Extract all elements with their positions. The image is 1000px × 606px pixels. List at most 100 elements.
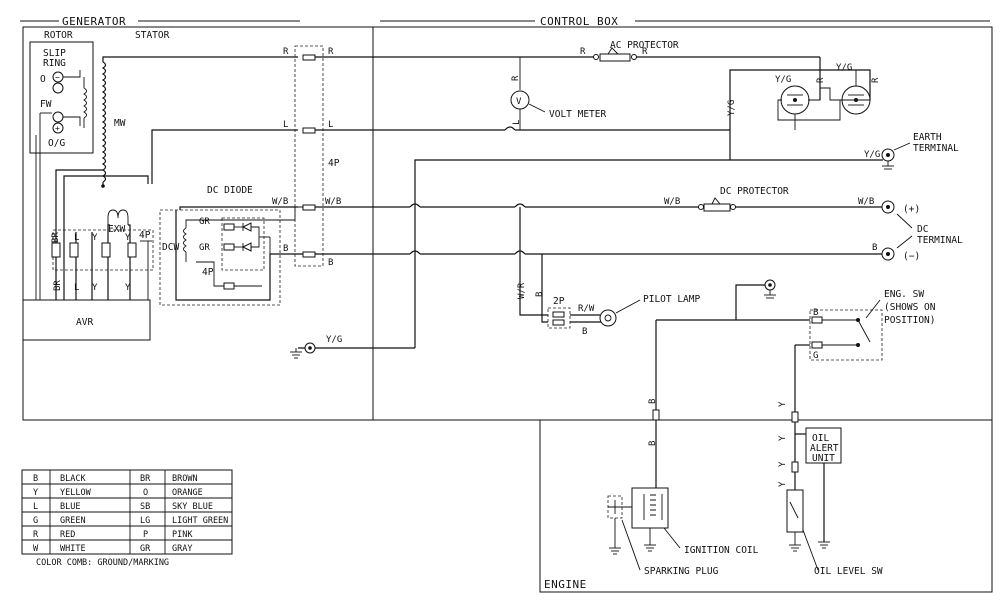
avr-label: AVR (76, 317, 93, 328)
og-label: O/G (48, 138, 65, 149)
legend-color: RED (60, 530, 75, 540)
wire-label-b-pl: B (582, 327, 587, 337)
oil-alert-label: OIL (812, 433, 829, 444)
engine-wiring (607, 400, 842, 571)
legend-color: SKY BLUE (172, 502, 213, 512)
wire-label-r-cb: R (328, 47, 334, 57)
engine-switch[interactable] (655, 279, 883, 400)
wire-label-l-2: L (74, 283, 79, 293)
section-title-engine: ENGINE (544, 578, 587, 591)
legend-color: WHITE (60, 544, 86, 554)
wire-label-wb-dcp: W/B (664, 197, 680, 207)
dc-plus-label: (+) (903, 204, 920, 215)
legend-code: L (33, 502, 38, 512)
wire-label-y-eng4: Y (778, 481, 788, 487)
legend-code: LG (140, 516, 150, 526)
legend-color: BLUE (60, 502, 80, 512)
legend-code: P (143, 530, 148, 540)
main-wires (298, 56, 883, 349)
rotor-label: ROTOR (44, 30, 73, 41)
volt-meter-label: VOLT METER (549, 109, 606, 120)
wire-label-y-eng2: Y (778, 435, 788, 441)
legend-color: GRAY (172, 544, 192, 554)
volt-meter: V (510, 57, 546, 130)
wire-label-l-vm: L (512, 120, 522, 125)
mw-label: MW (114, 118, 126, 129)
wire-label-y-2: Y (125, 233, 131, 243)
pilot-lamp-label: PILOT LAMP (643, 294, 700, 305)
section-outlines (20, 20, 993, 593)
legend-note: COLOR COMB: GROUND/MARKING (36, 558, 169, 568)
wire-label-b-vert: B (535, 292, 545, 297)
rotor: − + (29, 41, 94, 300)
wire-label-gr-2: GR (199, 243, 210, 253)
svg-text:V: V (516, 97, 522, 107)
wire-label-wb-cb: W/B (325, 197, 341, 207)
wire-label-yg-vert: Y/G (727, 100, 737, 116)
dc-protector[interactable] (698, 197, 736, 212)
wire-label-yg-r2: Y/G (836, 63, 852, 73)
wire-label-br-1: BR (51, 232, 61, 243)
wire-label-yg-r1: Y/G (775, 75, 791, 85)
wire-label-b-eng1: B (648, 399, 658, 404)
wire-label-b-cb: B (328, 258, 333, 268)
legend-color: PINK (172, 530, 193, 540)
legend-color: YELLOW (60, 488, 92, 498)
legend-color: LIGHT GREEN (172, 516, 228, 526)
fw-label: FW (40, 99, 52, 110)
wire-label-r-gen: R (283, 47, 289, 57)
ignition-coil-label: IGNITION COIL (684, 545, 759, 556)
sparking-plug-label: SPARKING PLUG (644, 566, 719, 577)
section-title-generator: GENERATOR (62, 15, 126, 28)
wire-label-gr-1: GR (199, 217, 210, 227)
oil-alert-label-2: ALERT (810, 443, 839, 454)
avr-box (22, 299, 151, 341)
wire-label-r-ac2: R (642, 47, 648, 57)
earth-terminal-label: EARTH (913, 132, 942, 143)
earth-terminal[interactable] (881, 142, 911, 170)
ground-terminal-left (290, 342, 316, 359)
eng-sw-label-3: POSITION) (884, 315, 935, 326)
wire-label-y-1: Y (92, 233, 98, 243)
oil-alert-label-3: UNIT (812, 453, 835, 464)
wire-label-rw: R/W (578, 304, 595, 314)
legend-color: BROWN (172, 474, 198, 484)
wire-label-b-gen: B (283, 244, 288, 254)
dc-diode-label: DC DIODE (207, 185, 253, 196)
eng-sw-label-2: (SHOWS ON (884, 302, 936, 313)
legend-code: O (143, 488, 148, 498)
svg-text:+: + (55, 124, 60, 133)
legend-color: ORANGE (172, 488, 203, 498)
wire-label-r-vm: R (511, 75, 521, 81)
diode-4p-label: 4P (202, 267, 214, 278)
wire-label-wr: W/R (517, 282, 527, 299)
wire-label-br-2: BR (53, 280, 63, 291)
svg-text:−: − (55, 73, 60, 82)
dc-terminals[interactable] (881, 200, 913, 261)
slip-ring-label-2: RING (43, 58, 66, 69)
legend-color: GREEN (60, 516, 86, 526)
wire-label-yg-earth: Y/G (864, 150, 880, 160)
dc-protector-label: DC PROTECTOR (720, 186, 789, 197)
legend-color: BLACK (60, 474, 86, 484)
legend-code: GR (140, 544, 151, 554)
legend-code: B (33, 474, 38, 484)
section-title-control-box: CONTROL BOX (540, 15, 618, 28)
wire-label-y-3: Y (92, 283, 98, 293)
legend-code: Y (33, 488, 38, 498)
wire-label-r-rec2: R (871, 77, 881, 83)
wire-label-b-eng2: B (648, 441, 658, 446)
stator-4p-label: 4P (328, 158, 340, 169)
wire-label-b-esw: B (813, 308, 818, 318)
ac-receptacles (777, 70, 871, 130)
wire-label-yg-ground: Y/G (326, 335, 342, 345)
legend-code: R (33, 530, 39, 540)
wire-label-wb-gen: W/B (272, 197, 288, 207)
avr-4p-label: 4P (139, 230, 151, 241)
wire-label-wb-term: W/B (858, 197, 874, 207)
legend-code: W (33, 544, 39, 554)
legend-code: G (33, 516, 38, 526)
ac-protector[interactable] (593, 47, 637, 62)
dc-terminal-label: DC (917, 224, 928, 235)
